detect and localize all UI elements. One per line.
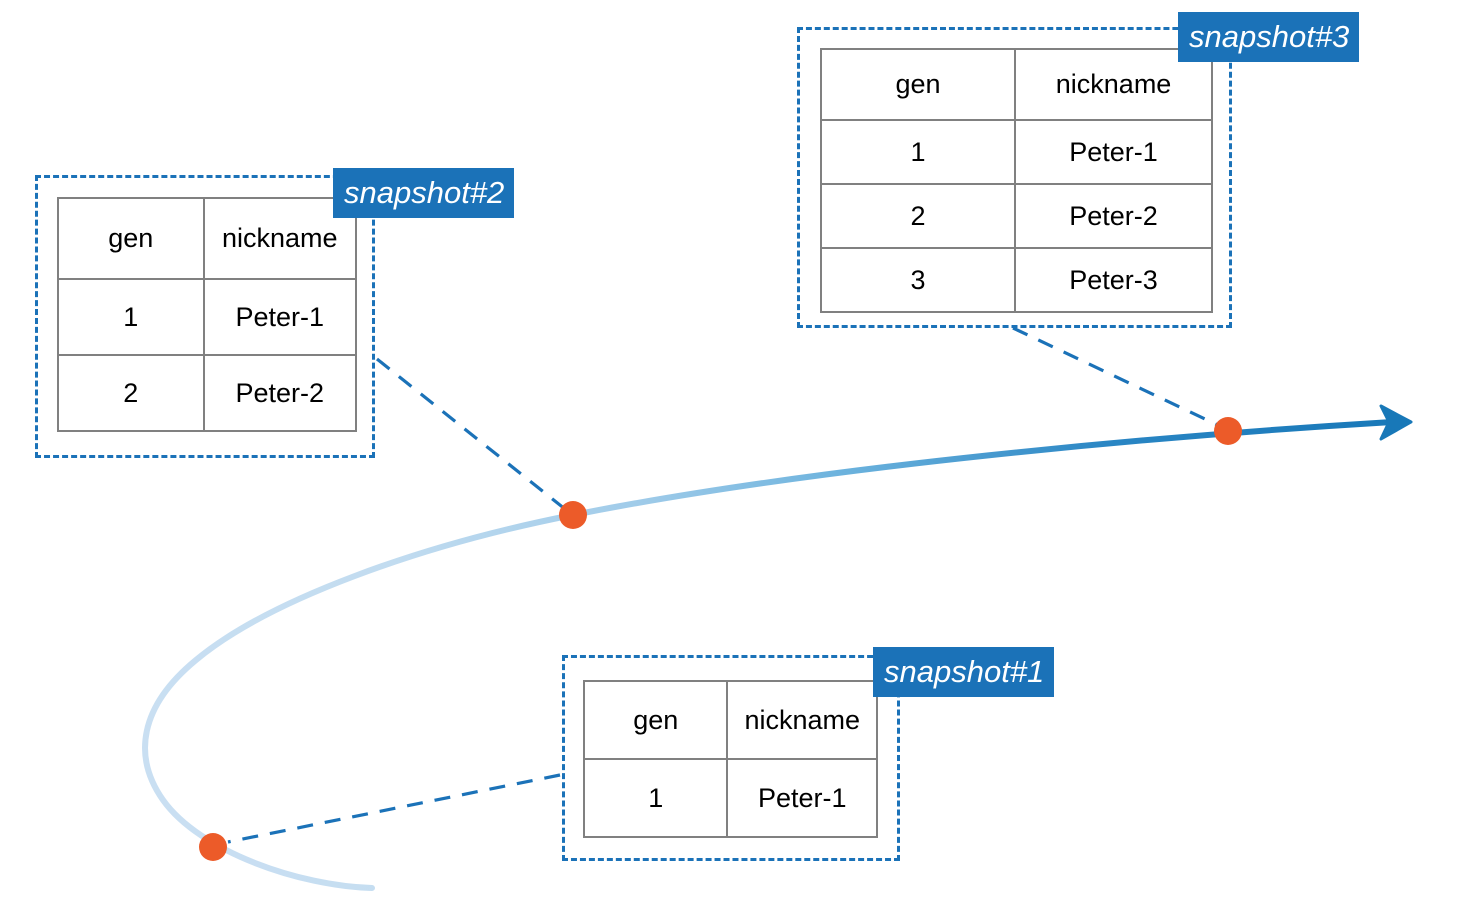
- connector-snapshot-2: [376, 357, 571, 515]
- table-header-row: gen nickname: [582, 680, 878, 760]
- snapshot-1-dashed-box: [562, 655, 900, 861]
- cell-gen: 3: [819, 247, 1017, 313]
- snapshot-3-marker-dot[interactable]: [1214, 417, 1242, 445]
- table-header-row: gen nickname: [57, 197, 358, 280]
- snapshot-3-badge: snapshot#3: [1178, 12, 1360, 62]
- timeline-arrowhead: [1379, 404, 1413, 441]
- cell-gen: 1: [819, 119, 1017, 185]
- connector-snapshot-1: [227, 773, 561, 844]
- table-row: 2 Peter-2: [819, 183, 1213, 249]
- snapshot-2-badge: snapshot#2: [333, 168, 515, 218]
- timeline-curve: [142, 419, 1395, 891]
- snapshot-2-table: gen nickname 1 Peter-1 2 Peter-2: [57, 197, 358, 432]
- cell-gen: 2: [819, 183, 1017, 249]
- cell-nickname: Peter-1: [202, 278, 358, 356]
- cell-nickname: Peter-2: [1014, 183, 1213, 249]
- table-row: 2 Peter-2: [57, 354, 358, 432]
- table-row: 1 Peter-1: [819, 119, 1213, 185]
- table-row: 1 Peter-1: [57, 278, 358, 356]
- column-header-gen: gen: [819, 48, 1017, 121]
- cell-gen: 1: [582, 758, 729, 838]
- snapshot-3-table: gen nickname 1 Peter-1 2 Peter-2 3 Peter…: [819, 48, 1213, 313]
- column-header-gen: gen: [57, 197, 205, 280]
- cell-nickname: Peter-2: [202, 354, 358, 432]
- cell-nickname: Peter-3: [1014, 247, 1213, 313]
- connector-snapshot-3: [1012, 326, 1225, 430]
- cell-nickname: Peter-1: [1014, 119, 1213, 185]
- table-row: 3 Peter-3: [819, 247, 1213, 313]
- snapshot-1-marker-dot[interactable]: [199, 833, 227, 861]
- table-header-row: gen nickname: [819, 48, 1213, 121]
- snapshot-2-dashed-box: [35, 175, 375, 458]
- column-header-nickname: nickname: [726, 680, 878, 760]
- snapshot-3-dashed-box: [797, 27, 1232, 328]
- cell-nickname: Peter-1: [726, 758, 878, 838]
- column-header-gen: gen: [582, 680, 729, 760]
- snapshot-2-marker-dot[interactable]: [559, 501, 587, 529]
- snapshot-1-table: gen nickname 1 Peter-1: [582, 680, 878, 838]
- snapshot-1-badge: snapshot#1: [873, 647, 1055, 697]
- cell-gen: 1: [57, 278, 205, 356]
- column-header-nickname: nickname: [202, 197, 358, 280]
- cell-gen: 2: [57, 354, 205, 432]
- table-row: 1 Peter-1: [582, 758, 878, 838]
